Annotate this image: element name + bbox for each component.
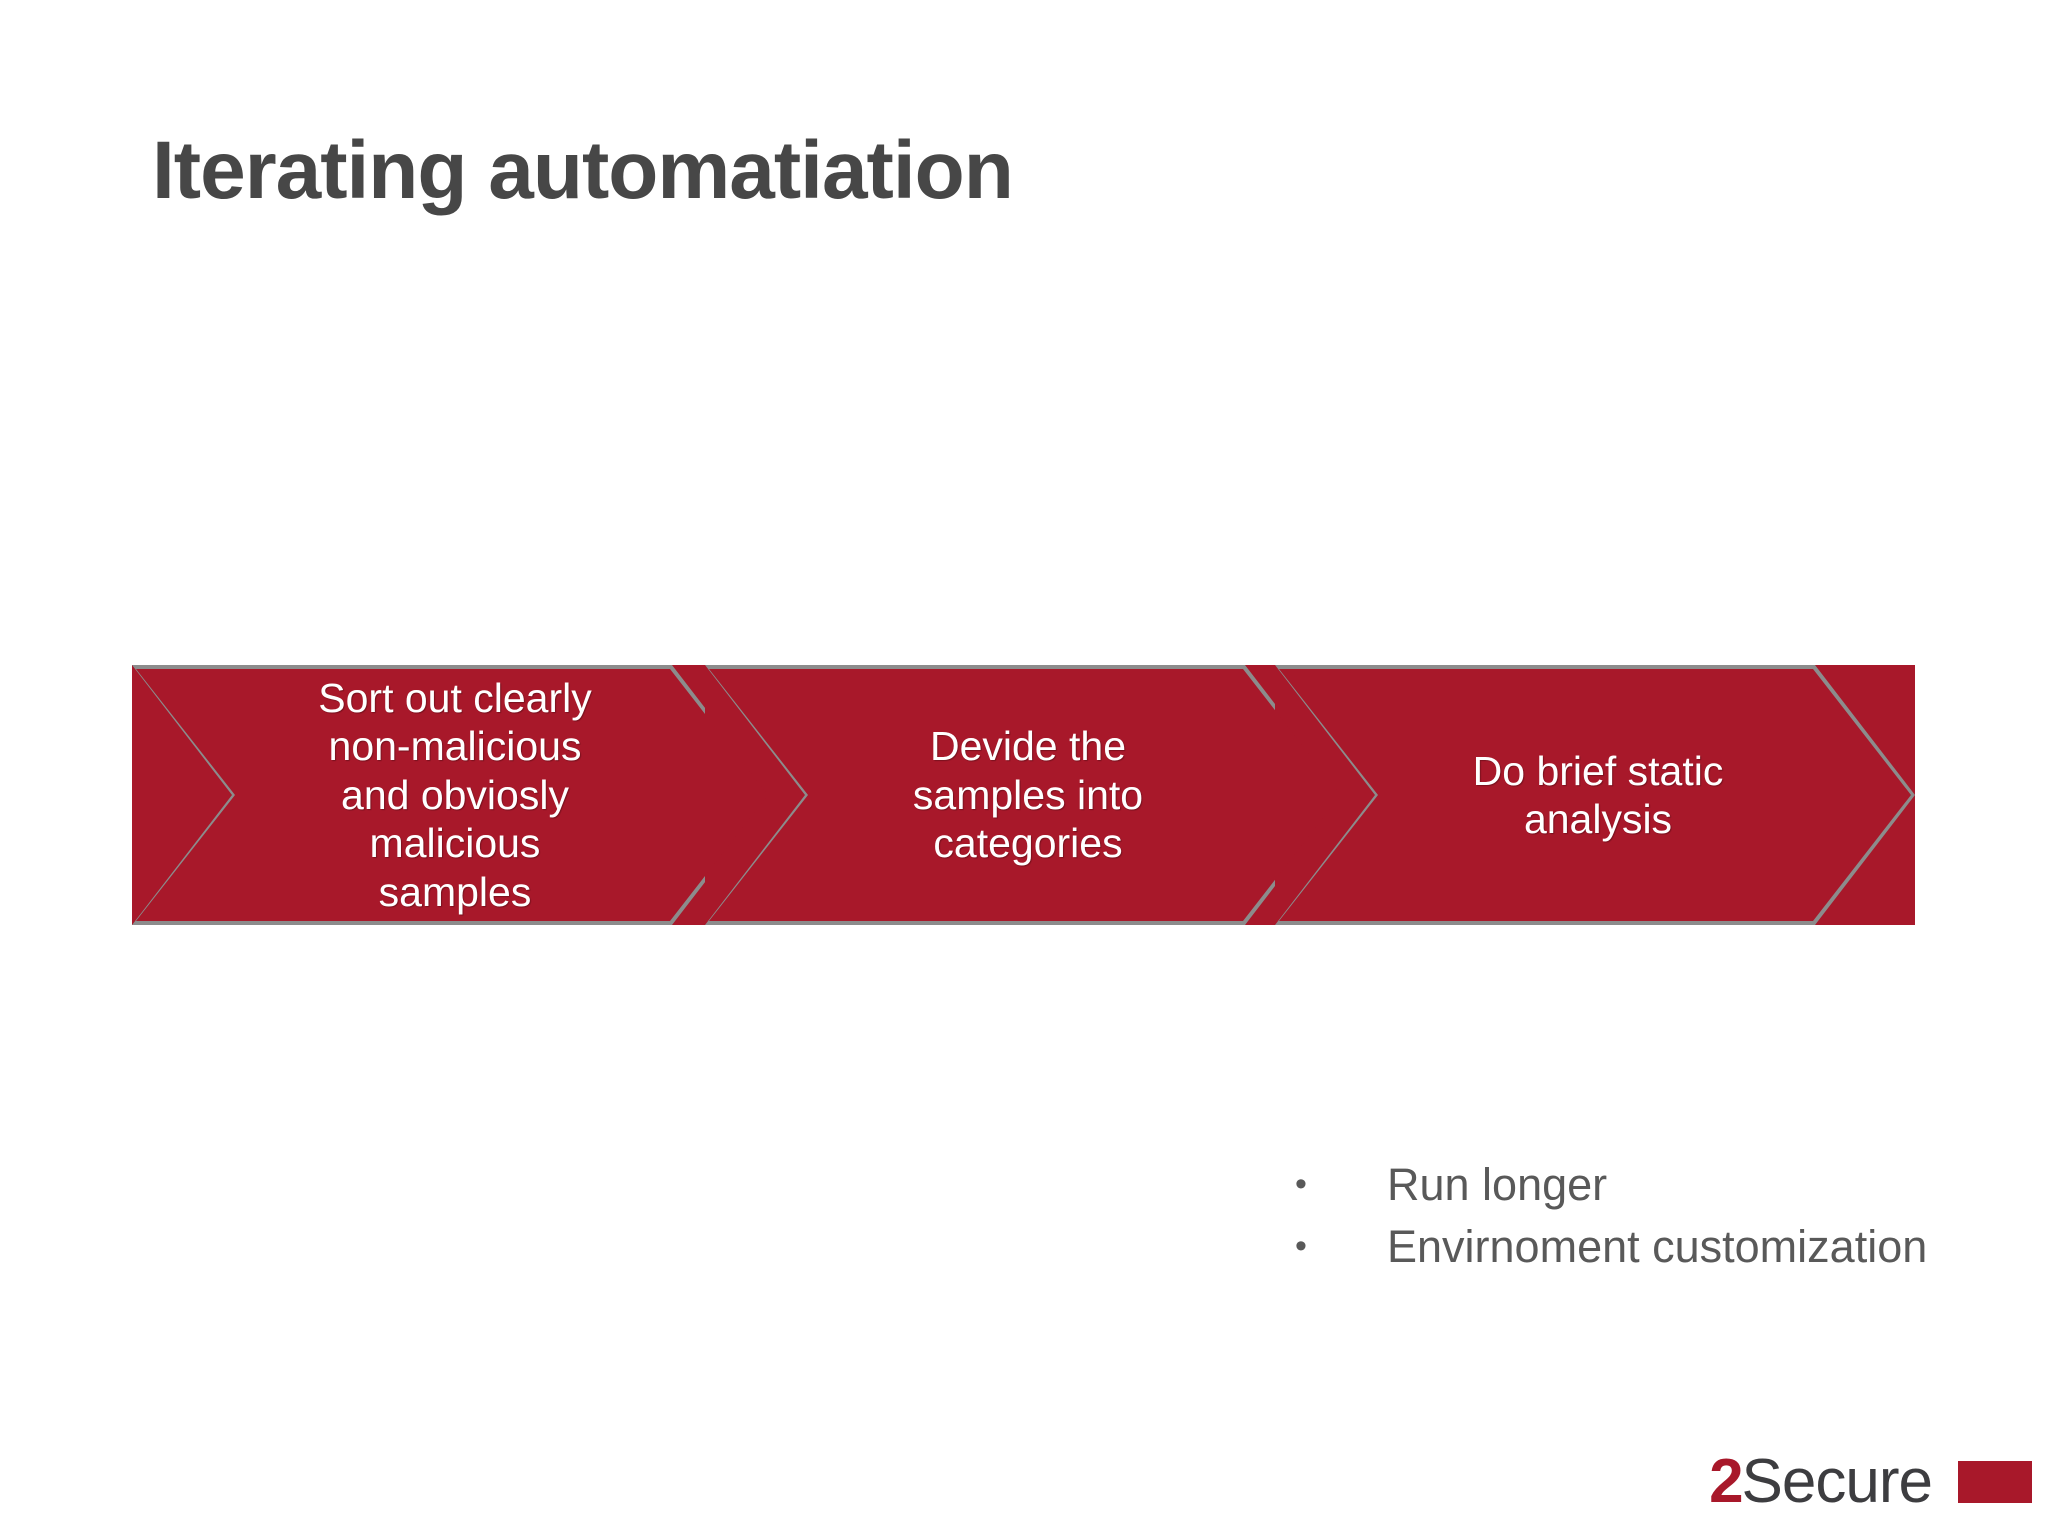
page-title: Iterating automatiation — [152, 125, 1014, 216]
brand-logo: 2 Secure — [1709, 1450, 2032, 1514]
chevron-fill-shape-2 — [705, 665, 1345, 925]
notes-bullet-list: • Run longer • Envirnoment customization — [1295, 1160, 2015, 1283]
logo-wordmark: Secure — [1741, 1447, 1933, 1516]
bullet-point-icon: • — [1295, 1226, 1307, 1265]
process-step-2[interactable]: Devide the samples into categories — [705, 665, 1345, 925]
process-step-2-label: Devide the samples into categories — [912, 723, 1144, 867]
chevron-fill-shape-1 — [132, 665, 772, 925]
process-step-1-label: Sort out clearly non-malicious and obvio… — [318, 675, 592, 915]
process-chevron-row: Sort out clearly non-malicious and obvio… — [0, 665, 2048, 931]
list-item-label: Envirnoment customization — [1387, 1220, 1928, 1272]
process-step-1[interactable]: Sort out clearly non-malicious and obvio… — [132, 665, 772, 925]
process-step-3[interactable]: Do brief static analysis — [1275, 665, 1915, 925]
list-item: • Envirnoment customization — [1295, 1220, 2015, 1272]
logo-digit: 2 — [1709, 1447, 1744, 1516]
process-step-3-label: Do brief static analysis — [1472, 747, 1724, 842]
bullet-point-icon: • — [1295, 1165, 1307, 1203]
list-item: • Run longer — [1295, 1160, 2015, 1210]
logo-square-icon — [1958, 1461, 2032, 1503]
list-item-label: Run longer — [1387, 1159, 1608, 1210]
chevron-fill-shape-3 — [1275, 665, 1915, 925]
